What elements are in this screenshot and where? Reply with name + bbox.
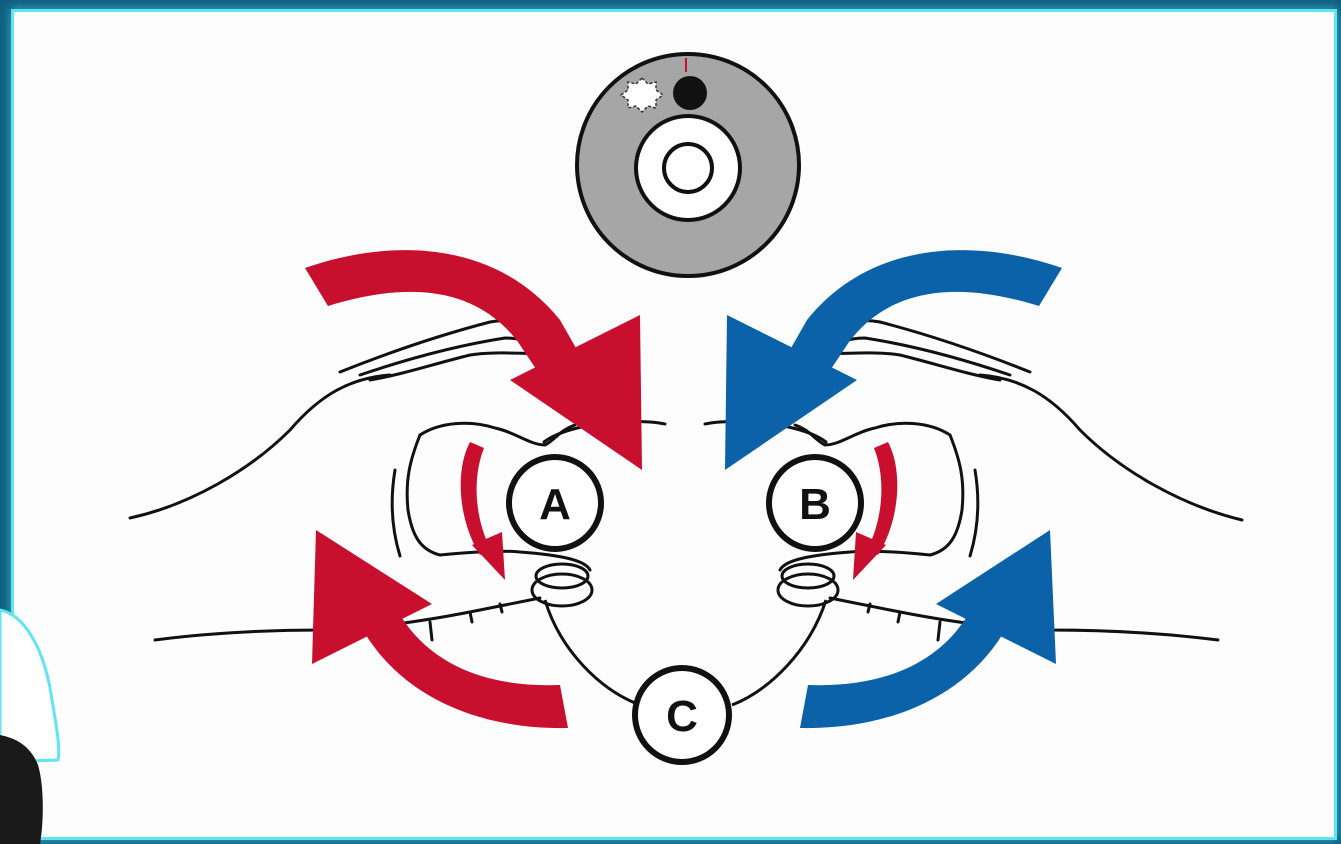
label-c-text: C <box>666 692 698 741</box>
blue-arrow-top-right <box>725 250 1062 470</box>
label-b-text: B <box>799 480 831 529</box>
red-arrow-top-left <box>305 250 642 470</box>
label-b: B <box>769 457 861 549</box>
presenter-avatar <box>0 610 59 844</box>
blue-arrow-bottom-right <box>800 530 1056 728</box>
red-arrow-small-left <box>461 442 505 580</box>
label-a-text: A <box>539 480 571 529</box>
dot-icon <box>673 76 707 110</box>
label-a: A <box>509 457 601 549</box>
label-c: C <box>635 668 729 762</box>
red-arrow-bottom-left <box>312 530 568 728</box>
